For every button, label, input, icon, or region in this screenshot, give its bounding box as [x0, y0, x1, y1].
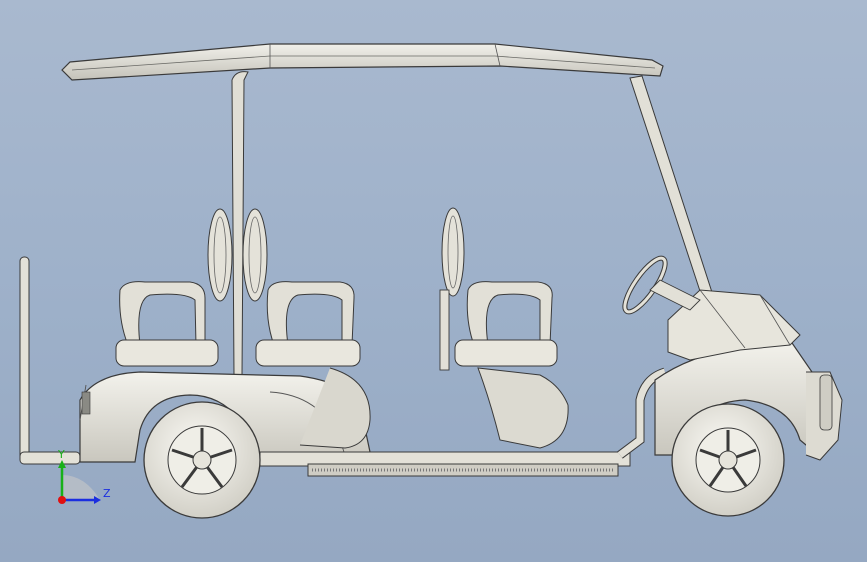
y-axis-label: Y [57, 448, 65, 461]
rear-wheel [143, 401, 261, 519]
z-axis-label: Z [103, 487, 111, 500]
front-body [654, 289, 843, 461]
rear-grab-bar [19, 256, 81, 465]
rear-seat-left [115, 281, 219, 367]
front-headrest-panel [439, 207, 465, 371]
coordinate-triad: Y Z [57, 448, 111, 504]
rear-roof-post [231, 71, 249, 376]
front-wheel [671, 403, 785, 517]
rear-seat-right [255, 281, 371, 449]
steering-wheel [622, 255, 701, 315]
chassis-rail [259, 367, 667, 477]
rear-headrest-panels [207, 208, 268, 302]
front-seat [454, 281, 569, 449]
roof-canopy [61, 43, 664, 81]
